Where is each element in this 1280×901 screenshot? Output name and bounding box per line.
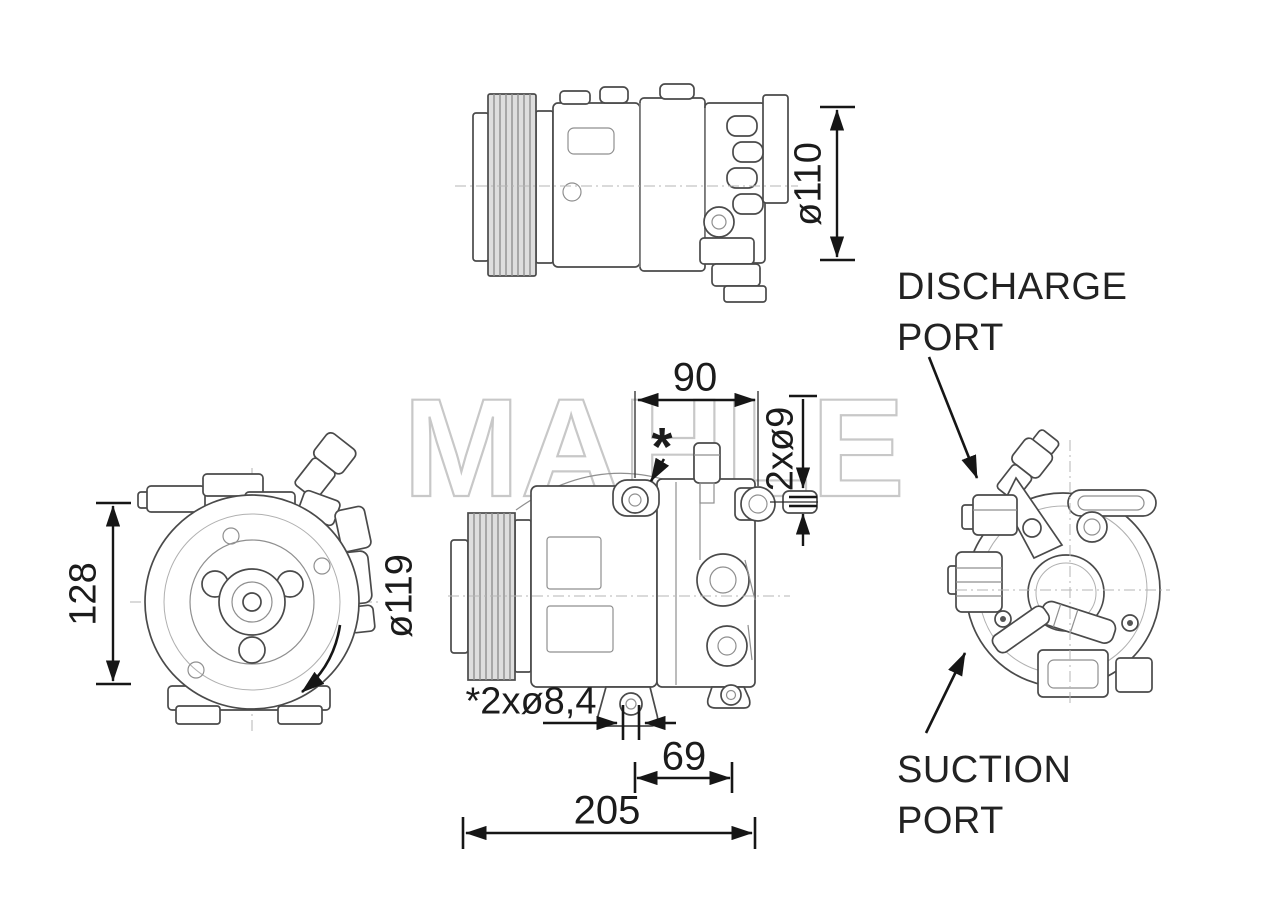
- suction-port-line2: PORT: [897, 800, 1004, 843]
- asterisk-marker: *: [651, 417, 673, 477]
- discharge-port-line2: PORT: [897, 317, 1004, 360]
- suction-port-arrow: [924, 652, 967, 734]
- rear-connector: [996, 429, 1060, 501]
- dim-2x84: [543, 705, 676, 740]
- dim-label-diameter-119: ø119: [378, 554, 421, 638]
- rotation-arrow: [301, 624, 342, 694]
- discharge-port-label: DISCHARGE PORT: [897, 262, 1127, 365]
- dim-label-69: 69: [661, 734, 707, 779]
- side-view-main: [448, 442, 818, 727]
- dim-128: [96, 501, 131, 686]
- dim-label-90: 90: [672, 355, 718, 400]
- asterisk-arrow: [649, 457, 670, 482]
- dim-label-diameter-110: ø110: [787, 142, 830, 226]
- suction-port-label: SUCTION PORT: [897, 745, 1072, 848]
- dim-69: [633, 762, 734, 793]
- discharge-port-arrow: [927, 356, 979, 479]
- dim-205: [461, 817, 757, 849]
- dim-90: [634, 391, 759, 486]
- dim-label-205: 205: [573, 788, 641, 833]
- side-view-top: [455, 83, 798, 303]
- front-view: [130, 432, 380, 732]
- dim-110: [820, 105, 855, 262]
- discharge-port-line1: DISCHARGE: [897, 266, 1128, 308]
- discharge-port-fitting: [961, 494, 1018, 536]
- electrical-connector: [294, 432, 357, 500]
- dim-label-2x84: *2xø8,4: [465, 680, 597, 723]
- suction-port-line1: SUCTION: [897, 749, 1072, 791]
- dim-label-128: 128: [62, 562, 105, 626]
- suction-port-fitting: [947, 551, 1003, 613]
- dim-label-2x9: 2xø9: [759, 406, 802, 492]
- dim-2x9: [770, 394, 818, 546]
- rear-view: [947, 429, 1170, 705]
